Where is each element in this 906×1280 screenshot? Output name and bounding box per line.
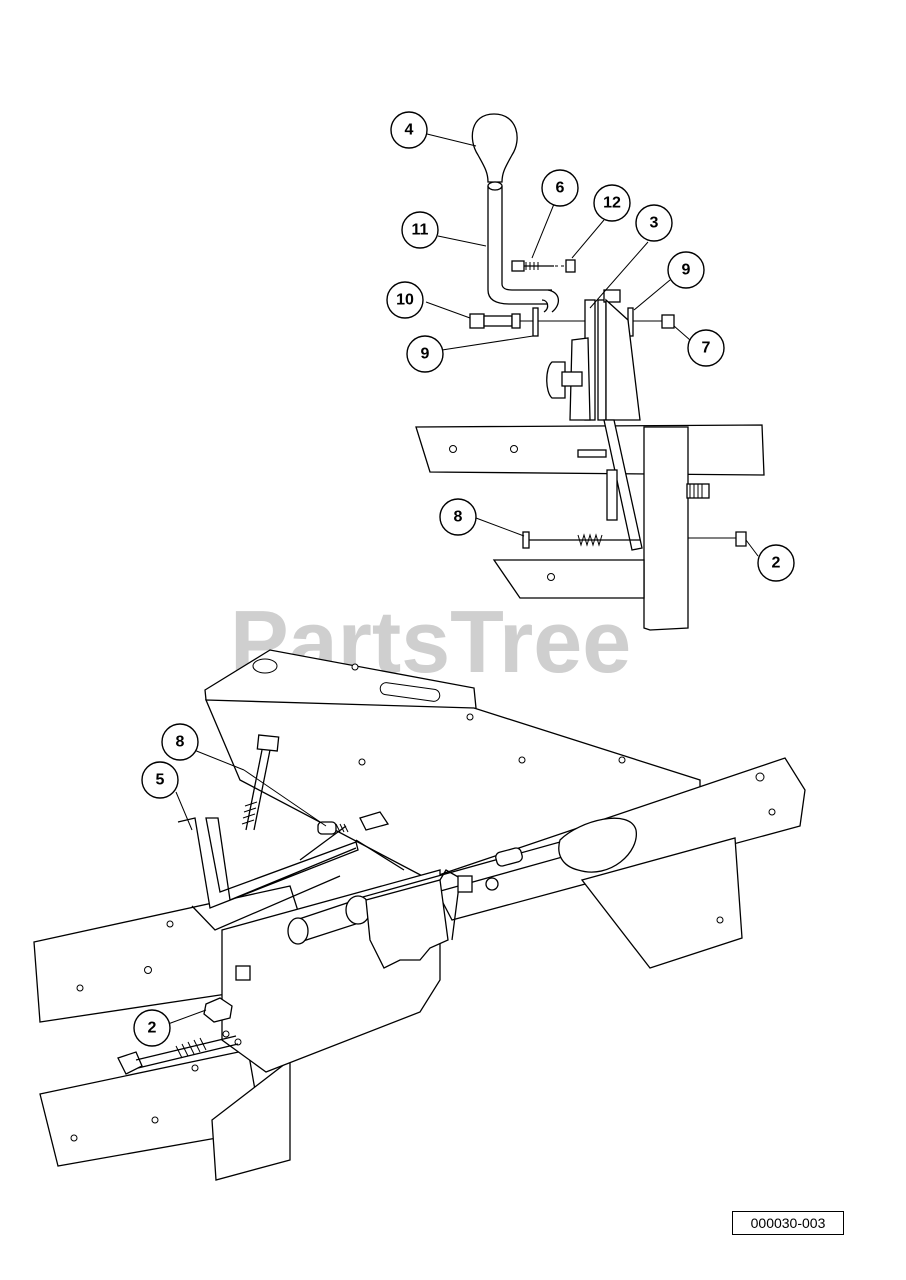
spring-bolt-bottom[interactable] bbox=[117, 1035, 239, 1075]
svg-text:7: 7 bbox=[702, 340, 711, 357]
washer-9-left[interactable] bbox=[532, 307, 539, 337]
callout-10[interactable]: 10 bbox=[386, 281, 424, 319]
nut-2-bottom[interactable] bbox=[203, 997, 233, 1023]
bottom-assembly-view bbox=[33, 649, 806, 1181]
frame-leg bbox=[211, 1058, 291, 1181]
callout-4[interactable]: 4 bbox=[390, 111, 428, 149]
shift-lever-rod[interactable] bbox=[487, 186, 552, 305]
nut-7[interactable] bbox=[661, 314, 675, 329]
upper-lever-tab bbox=[359, 811, 390, 831]
bolt-6[interactable] bbox=[511, 260, 554, 272]
pivot-bushing-10[interactable] bbox=[469, 313, 521, 329]
svg-text:9: 9 bbox=[421, 346, 430, 363]
callout-2-top[interactable]: 2 bbox=[757, 544, 795, 582]
diagram-code-label: 000030-003 bbox=[732, 1211, 844, 1235]
top-exploded-view bbox=[415, 113, 765, 631]
callout-11[interactable]: 11 bbox=[401, 211, 439, 249]
nut-2-top[interactable] bbox=[735, 531, 747, 547]
svg-text:11: 11 bbox=[412, 222, 429, 239]
svg-text:12: 12 bbox=[603, 195, 621, 212]
shift-knob[interactable] bbox=[471, 113, 518, 183]
callout-9-left[interactable]: 9 bbox=[406, 335, 444, 373]
vertical-frame-post bbox=[643, 426, 689, 631]
callout-7[interactable]: 7 bbox=[687, 329, 725, 367]
callout-2-bottom[interactable]: 2 bbox=[133, 1009, 171, 1047]
svg-text:3: 3 bbox=[650, 215, 659, 232]
leader-lines bbox=[167, 133, 759, 1025]
nut-12[interactable] bbox=[565, 259, 576, 273]
right-frame-block bbox=[580, 837, 743, 969]
callout-8-bottom[interactable]: 8 bbox=[161, 723, 199, 761]
shift-bracket-3[interactable] bbox=[546, 289, 641, 421]
diagonal-plate bbox=[603, 419, 643, 551]
svg-text:2: 2 bbox=[772, 555, 781, 572]
svg-text:9: 9 bbox=[682, 262, 691, 279]
svg-text:5: 5 bbox=[156, 772, 165, 789]
shift-gate[interactable] bbox=[365, 879, 449, 969]
callout-9-right[interactable]: 9 bbox=[667, 251, 705, 289]
svg-text:6: 6 bbox=[556, 180, 565, 197]
plate-bar bbox=[577, 449, 607, 458]
rod-top bbox=[487, 181, 503, 191]
rod-bend bbox=[541, 289, 559, 313]
callout-5[interactable]: 5 bbox=[141, 761, 179, 799]
bolt-8-bottom[interactable] bbox=[241, 734, 280, 831]
callout-8-top[interactable]: 8 bbox=[439, 498, 477, 536]
callout-12[interactable]: 12 bbox=[593, 184, 631, 222]
lower-bracket bbox=[492, 559, 645, 599]
callout-3[interactable]: 3 bbox=[635, 204, 673, 242]
svg-text:8: 8 bbox=[454, 509, 463, 526]
bracket-5[interactable] bbox=[177, 817, 359, 909]
svg-text:8: 8 bbox=[176, 734, 185, 751]
callout-6[interactable]: 6 bbox=[541, 169, 579, 207]
shift-knob-bottom[interactable] bbox=[558, 817, 637, 873]
pin-stud[interactable] bbox=[317, 821, 349, 835]
plate-nut bbox=[235, 965, 251, 981]
callouts: 4 6 12 3 11 9 10 7 bbox=[133, 111, 795, 1047]
svg-text:10: 10 bbox=[396, 292, 414, 309]
post-bolt[interactable] bbox=[686, 483, 710, 499]
svg-text:4: 4 bbox=[405, 122, 414, 139]
svg-text:2: 2 bbox=[148, 1020, 157, 1037]
plate-tab bbox=[606, 469, 618, 521]
bolt-8-top[interactable] bbox=[522, 531, 640, 549]
